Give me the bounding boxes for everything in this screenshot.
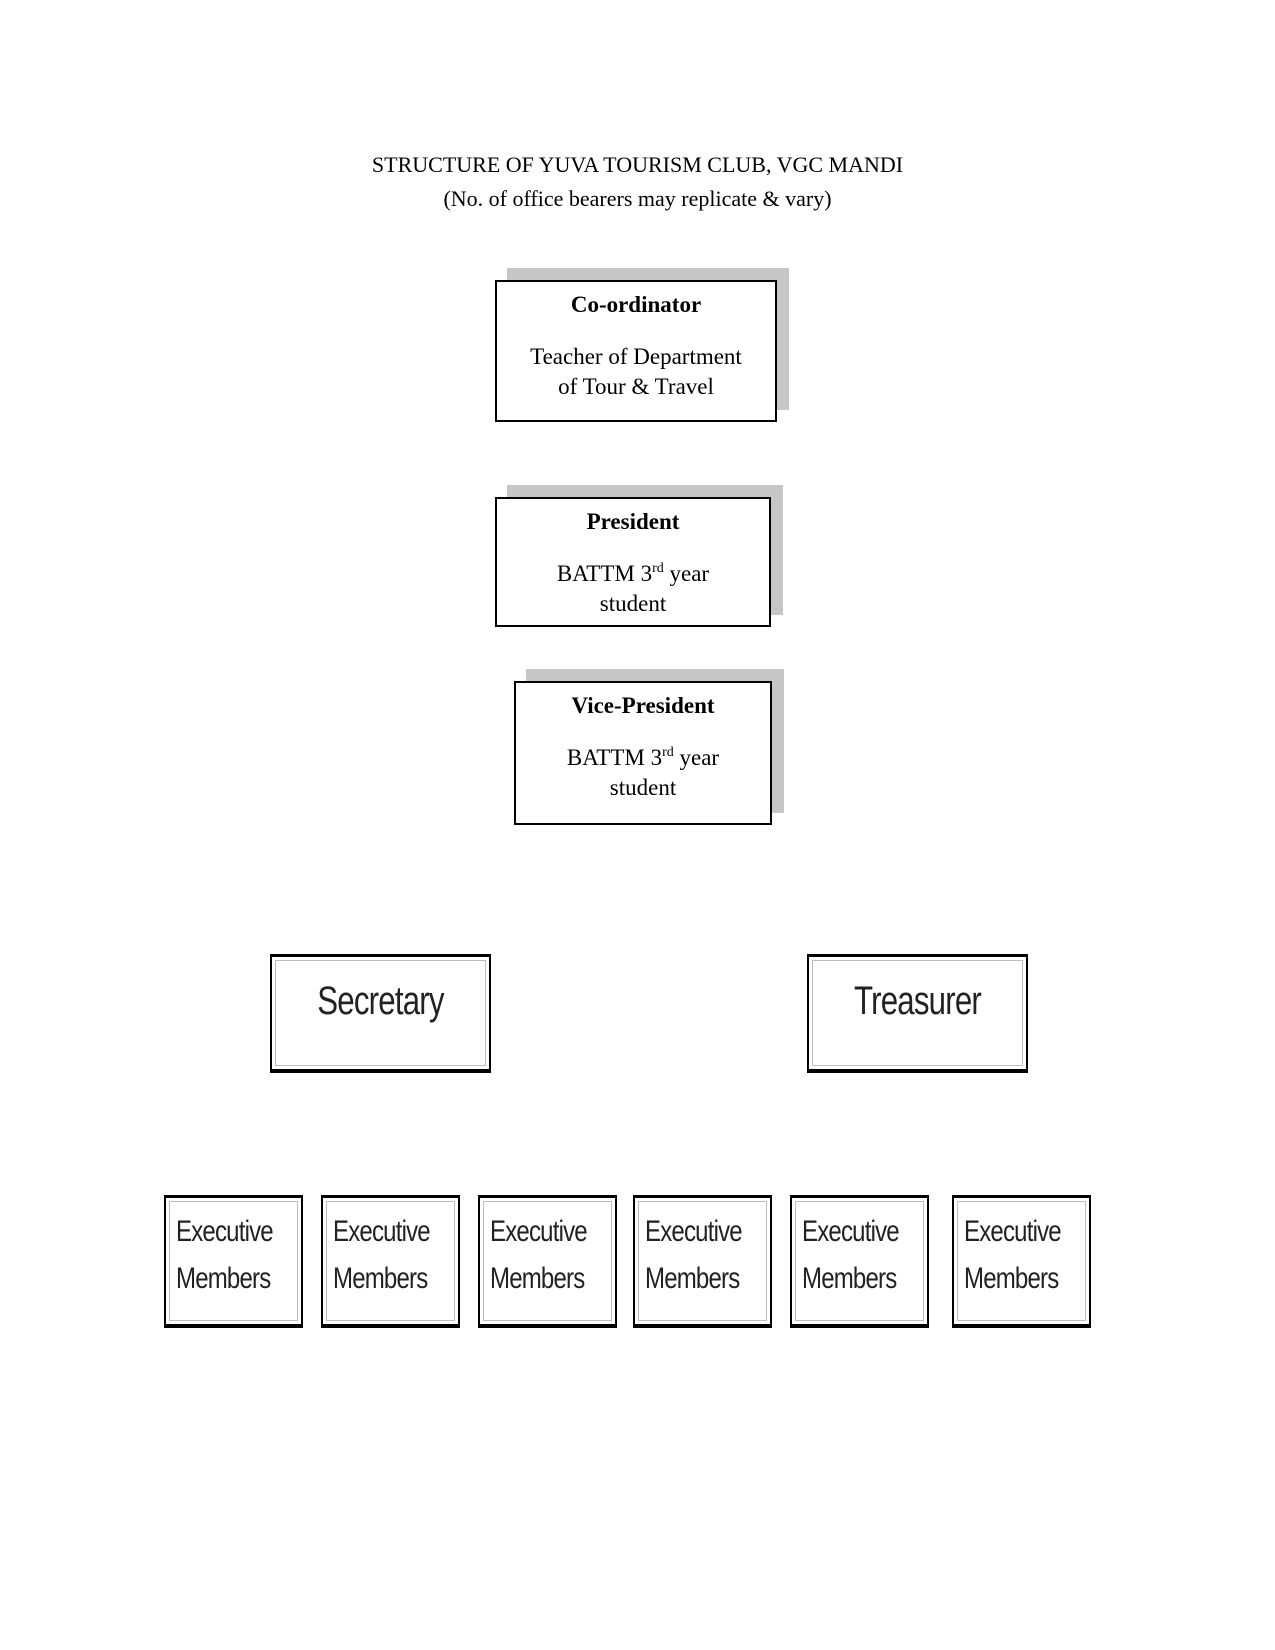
executive-label-line1: Executive xyxy=(176,1215,274,1248)
coordinator-box: Co-ordinator Teacher of Department of To… xyxy=(495,280,777,422)
executive-member-box: Executive Members xyxy=(321,1195,460,1328)
executive-member-box: Executive Members xyxy=(164,1195,303,1328)
executive-inner-frame xyxy=(169,1201,298,1321)
president-box: President BATTM 3rd year student xyxy=(495,497,771,627)
executive-member-box: Executive Members xyxy=(952,1195,1091,1328)
executive-label-line1: Executive xyxy=(802,1215,900,1248)
page-subtitle: (No. of office bearers may replicate & v… xyxy=(443,186,832,211)
executive-member-box: Executive Members xyxy=(478,1195,617,1328)
executive-label-line2: Members xyxy=(176,1262,271,1295)
secretary-inner-frame xyxy=(275,960,486,1066)
vice-president-title: Vice-President xyxy=(571,693,715,718)
vice-president-box: Vice-President BATTM 3rd year student xyxy=(514,681,772,825)
treasurer-box: Treasurer xyxy=(807,954,1028,1073)
executive-label-line1: Executive xyxy=(333,1215,431,1248)
coordinator-desc-line2: of Tour & Travel xyxy=(558,374,714,399)
president-desc-year: year xyxy=(663,561,710,586)
executive-inner-frame xyxy=(957,1201,1086,1321)
vice-president-desc-course: BATTM 3 xyxy=(566,745,663,770)
vice-president-desc-ordinal: rd xyxy=(662,745,674,760)
secretary-box: Secretary xyxy=(270,954,491,1073)
treasurer-inner-frame xyxy=(812,960,1023,1066)
executive-label-line2: Members xyxy=(964,1262,1059,1295)
president-desc-course: BATTM 3 xyxy=(556,561,653,586)
vice-president-desc-year: year xyxy=(673,745,720,770)
executive-label-line2: Members xyxy=(802,1262,897,1295)
vice-president-description: BATTM 3rd year student xyxy=(516,743,770,803)
vice-president-desc-line2: student xyxy=(609,775,677,800)
coordinator-desc-line1: Teacher of Department xyxy=(530,344,742,369)
executive-label-line1: Executive xyxy=(964,1215,1062,1248)
president-description: BATTM 3rd year student xyxy=(497,559,769,619)
secretary-label: Secretary xyxy=(317,979,444,1023)
executive-inner-frame xyxy=(326,1201,455,1321)
president-desc-ordinal: rd xyxy=(652,561,664,576)
executive-label-line1: Executive xyxy=(645,1215,743,1248)
president-title: President xyxy=(586,509,680,534)
treasurer-label: Treasurer xyxy=(853,979,982,1023)
page-title: STRUCTURE OF YUVA TOURISM CLUB, VGC MAND… xyxy=(371,152,904,177)
president-desc-line2: student xyxy=(599,591,667,616)
coordinator-description: Teacher of Department of Tour & Travel xyxy=(497,342,775,402)
executive-member-box: Executive Members xyxy=(633,1195,772,1328)
executive-label-line1: Executive xyxy=(490,1215,588,1248)
coordinator-title: Co-ordinator xyxy=(570,292,702,317)
executive-label-line2: Members xyxy=(490,1262,585,1295)
executive-inner-frame xyxy=(638,1201,767,1321)
executive-label-line2: Members xyxy=(333,1262,428,1295)
executive-member-box: Executive Members xyxy=(790,1195,929,1328)
executive-inner-frame xyxy=(483,1201,612,1321)
executive-inner-frame xyxy=(795,1201,924,1321)
executive-label-line2: Members xyxy=(645,1262,740,1295)
